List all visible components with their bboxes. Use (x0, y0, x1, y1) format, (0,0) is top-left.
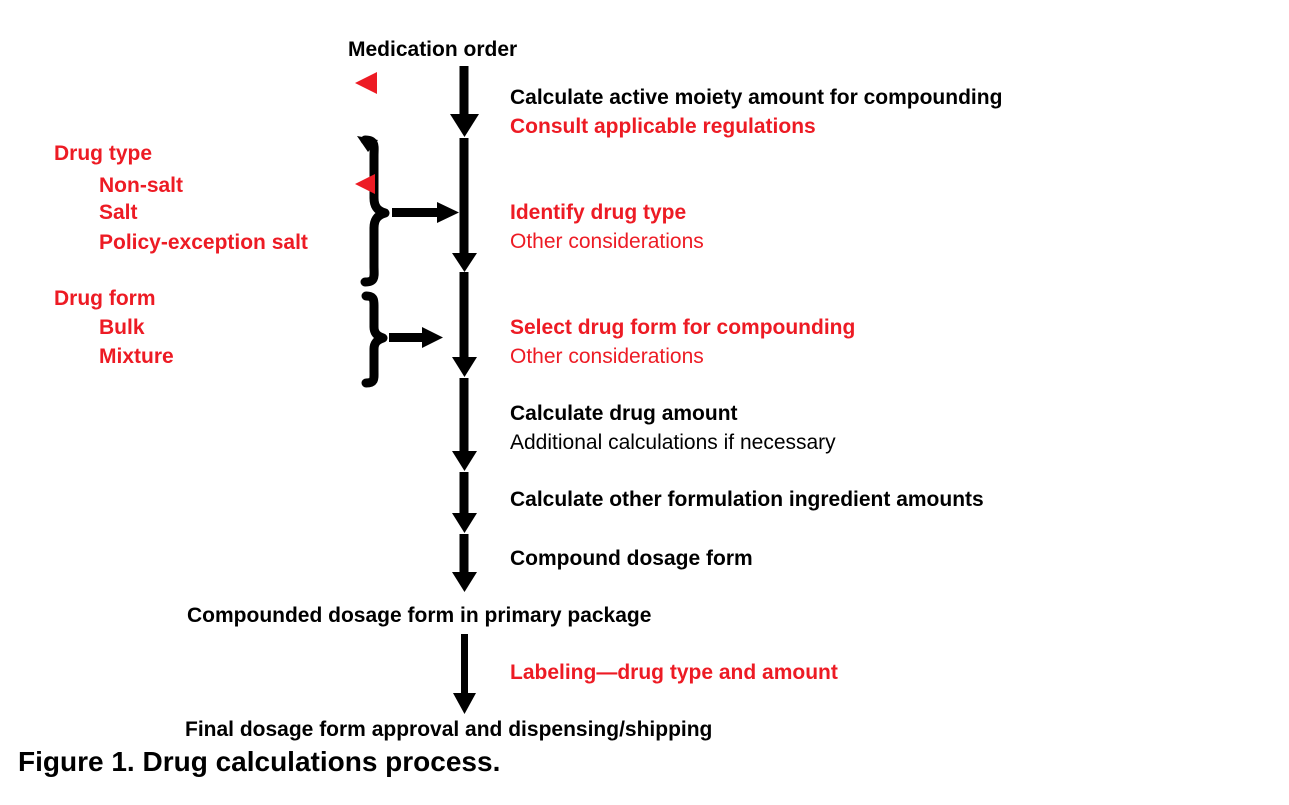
drug-type-option-non-salt: Non-salt (99, 174, 183, 197)
step-5-primary-label: Calculate other formulation ingredient a… (510, 488, 984, 511)
flow-milestone-label: Compounded dosage form in primary packag… (187, 604, 652, 627)
arrow-segment-5 (452, 472, 477, 533)
marker-drugtype-icon (355, 174, 375, 194)
step-3-primary-label: Select drug form for compounding (510, 316, 856, 339)
step-1-secondary-label: Consult applicable regulations (510, 115, 816, 138)
arrow-segment-6 (452, 534, 477, 592)
step-1-primary-label: Calculate active moiety amount for compo… (510, 86, 1003, 109)
arrow-segment-2 (452, 138, 477, 272)
connector-arrow-drug-form (389, 327, 443, 348)
connector-arrow-drug-type (392, 202, 459, 223)
step-4-secondary-label: Additional calculations if necessary (510, 431, 836, 454)
marker-top-icon (355, 72, 377, 94)
arrow-segment-1 (450, 66, 479, 137)
drug-type-option-salt: Salt (99, 201, 138, 224)
arrow-segment-3 (452, 272, 477, 377)
drug-form-heading: Drug form (54, 287, 156, 310)
drug-form-option-bulk: Bulk (99, 316, 145, 339)
step-4-primary-label: Calculate drug amount (510, 402, 738, 425)
brace-drug-form (361, 291, 388, 388)
flow-end-label: Final dosage form approval and dispensin… (185, 718, 713, 741)
drug-type-heading: Drug type (54, 142, 153, 165)
brace-drug-type (357, 135, 390, 287)
drug-type-option-policy-exception-salt: Policy-exception salt (99, 231, 308, 254)
step-2-secondary-label: Other considerations (510, 230, 704, 253)
labeling-step-label: Labeling—drug type and amount (510, 661, 838, 684)
drug-form-option-mixture: Mixture (99, 345, 174, 368)
figure-caption: Figure 1. Drug calculations process. (18, 746, 501, 777)
arrow-segment-7 (453, 634, 476, 714)
step-6-primary-label: Compound dosage form (510, 547, 753, 570)
arrow-segment-4 (452, 378, 477, 471)
step-2-primary-label: Identify drug type (510, 201, 687, 224)
step-3-secondary-label: Other considerations (510, 345, 704, 368)
flow-start-label: Medication order (348, 38, 518, 61)
